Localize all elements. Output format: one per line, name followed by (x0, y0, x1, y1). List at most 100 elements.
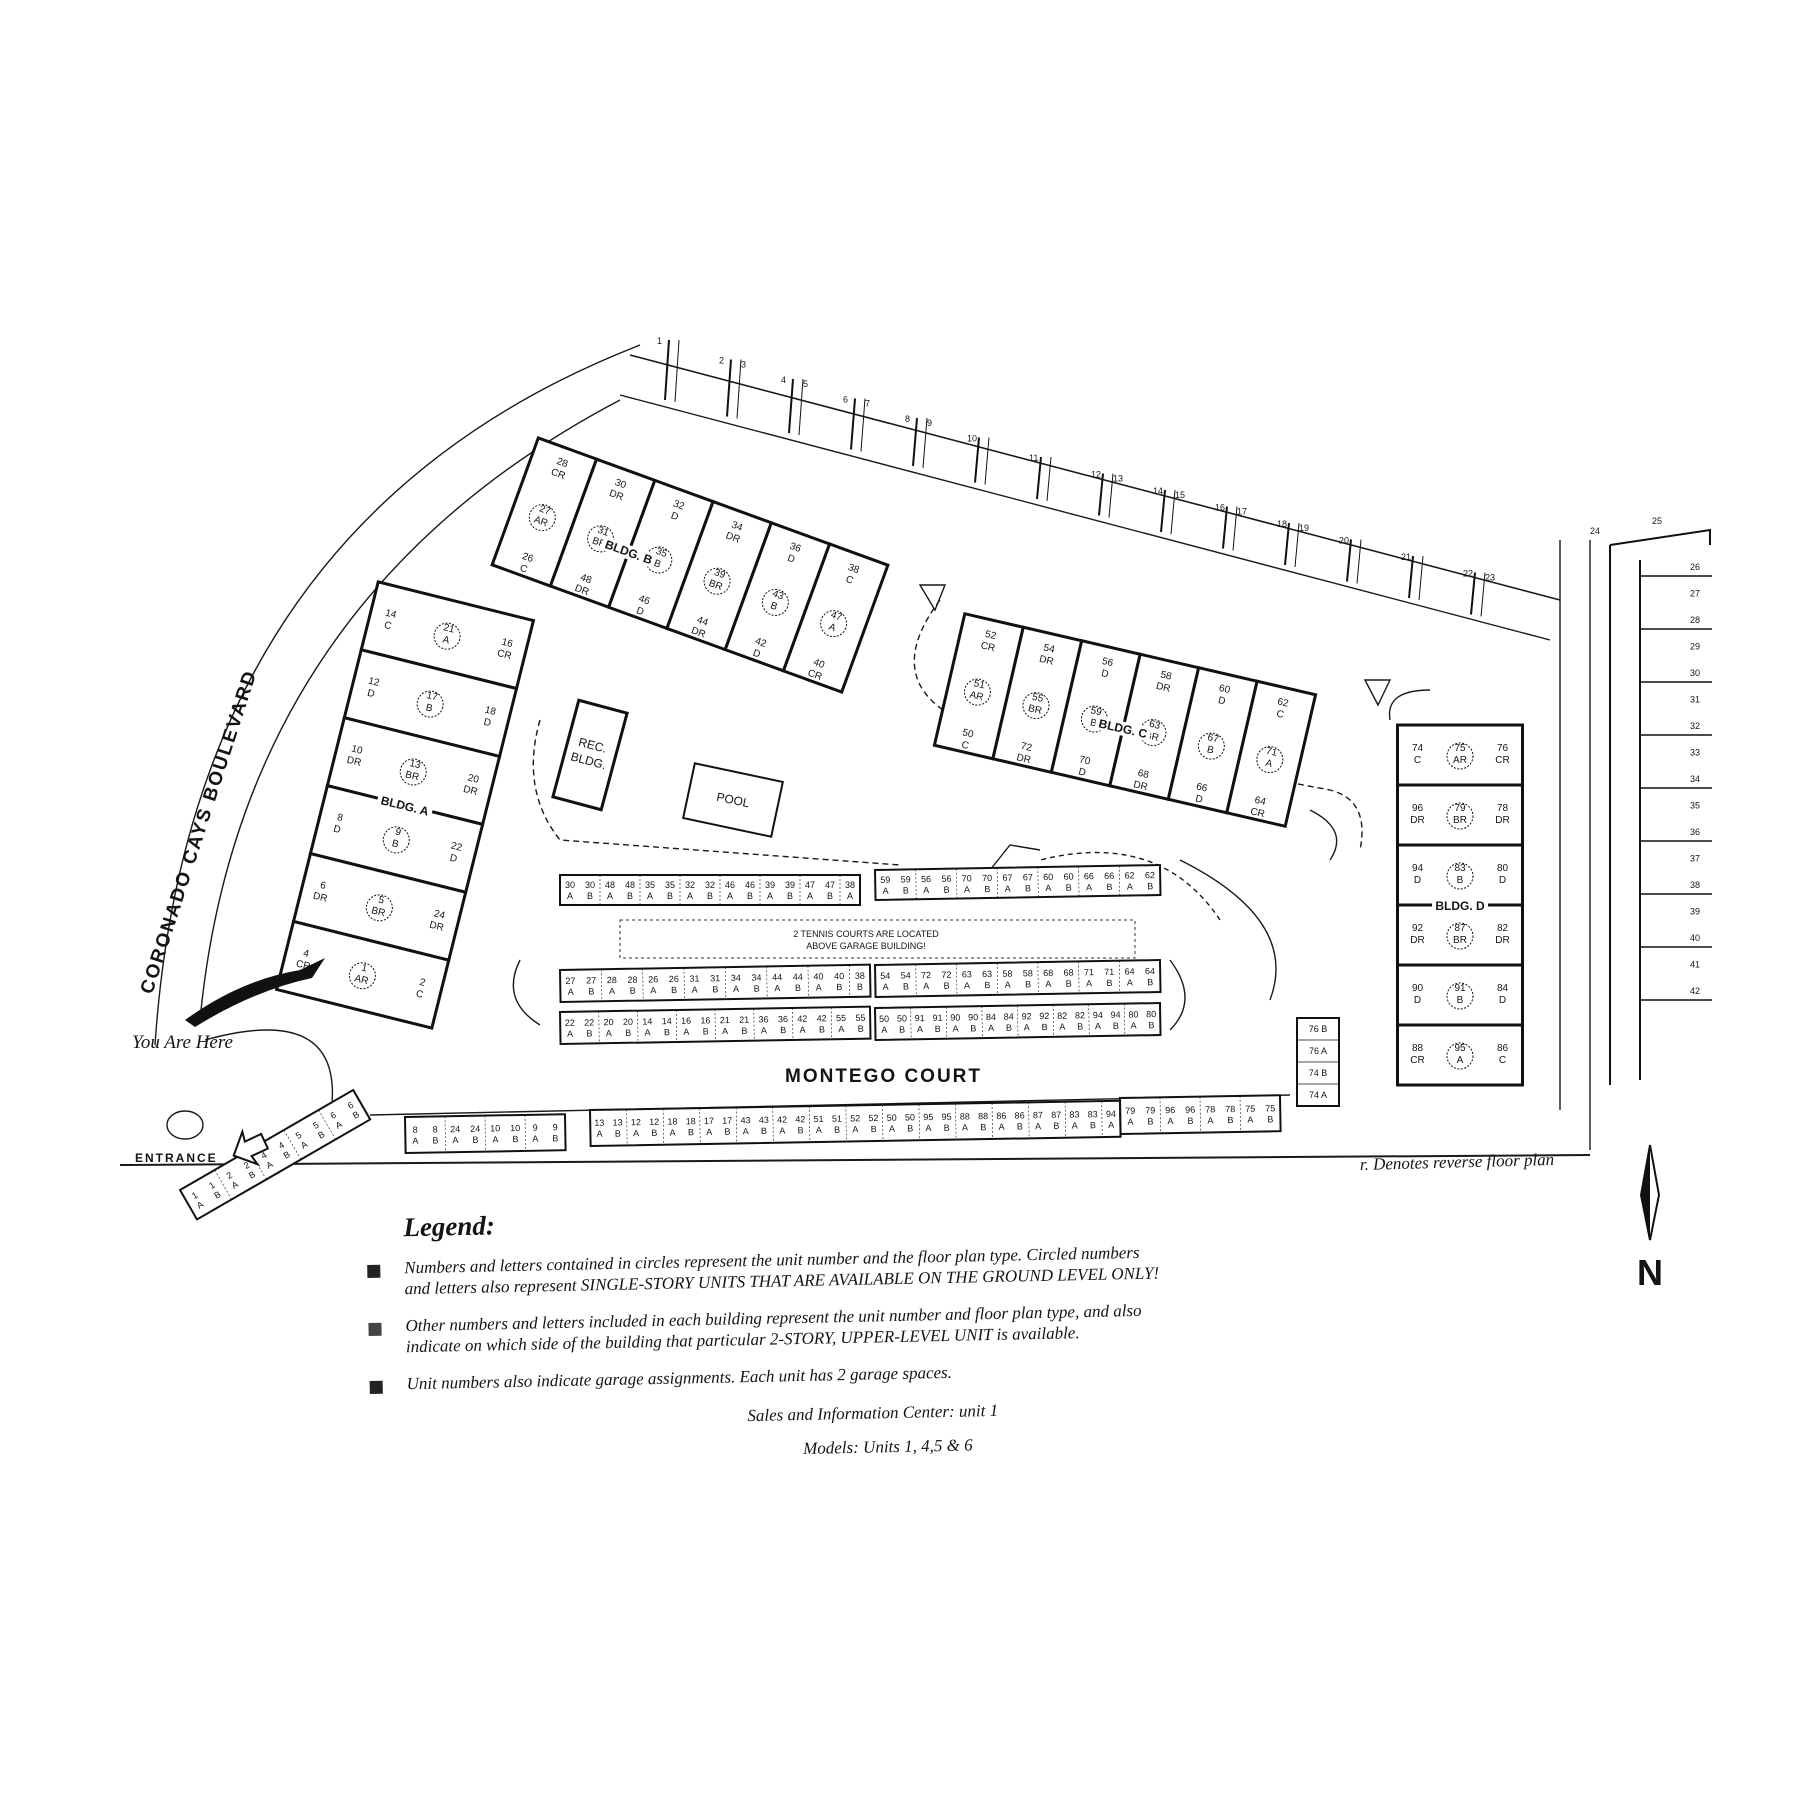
stall-divider (699, 1108, 701, 1145)
garage-stall-side: B (1147, 1116, 1153, 1126)
garage-stall-side: A (706, 1127, 712, 1137)
dock-slip: 26 (1640, 562, 1712, 577)
garage-stall-number: 31 (689, 974, 699, 984)
garage-stall-side: A (1024, 1022, 1030, 1032)
garage-stall-side: B (1267, 1114, 1273, 1124)
ground-level-circle-icon (399, 758, 427, 786)
stall-divider (1118, 865, 1121, 896)
garage-stall-number: 4 (259, 1150, 268, 1161)
unit-number: 84 (1497, 983, 1509, 994)
garage-stall-side: B (984, 980, 990, 990)
dock-slip-number: 25 (1652, 516, 1662, 526)
garage-stall-side: B (351, 1109, 361, 1121)
garage-stall-side: B (1006, 1023, 1012, 1033)
dock-slip: 28 (1640, 615, 1712, 630)
garage-stall-number: 68 (1043, 968, 1053, 978)
garage-stall-number: 68 (1063, 968, 1073, 978)
unit-number: 94 (1412, 863, 1424, 874)
legend-title: Legend: (402, 1210, 495, 1242)
garage-stall-side: A (807, 891, 813, 901)
garage-stall-number: 16 (700, 1015, 710, 1025)
garage-stall-side: B (615, 1128, 621, 1138)
dock-slip: 30 (1640, 668, 1712, 683)
garage-stall-side: B (980, 1122, 986, 1132)
garage-stall-number: 43 (740, 1115, 750, 1125)
garage-stall-side: A (1035, 1121, 1041, 1131)
garage-stall-side: B (1066, 979, 1072, 989)
garage-stall-number: 55 (855, 1013, 865, 1023)
floor-plan-type: C (844, 574, 855, 587)
rec-building[interactable]: REC. BLDG. (551, 698, 629, 812)
stall-divider (637, 1010, 639, 1043)
garage-stall-side: B (667, 891, 673, 901)
pier-line (1160, 489, 1166, 533)
unit-number: 8 (336, 812, 344, 824)
garage-stall-number: 78 (1225, 1104, 1235, 1114)
garage-stall-number: 40 (834, 971, 844, 981)
garage-stall-side: A (799, 1025, 805, 1035)
garage-stall-side: A (917, 1024, 923, 1034)
floor-plan-type: C (1275, 709, 1285, 721)
garage-stall-number: 80 (1146, 1009, 1156, 1019)
garage-stall-side: A (761, 1025, 767, 1035)
garage-stall-number: 17 (704, 1116, 714, 1126)
pool[interactable]: POOL (681, 762, 785, 838)
garage-stall-number: 94 (1111, 1010, 1121, 1020)
garage-stall-number: 79 (1125, 1106, 1135, 1116)
ground-level-circle-icon (963, 678, 991, 706)
dock-slip-number: 3 (741, 360, 746, 370)
stall-divider (807, 965, 809, 998)
dock-slip-number: 27 (1690, 589, 1700, 599)
garage-row: 76 B76 A74 B74 A (1296, 1017, 1340, 1107)
unit-number: 91 (1454, 983, 1466, 994)
ground-level-circle-icon (1446, 802, 1474, 830)
dock-slip-number: 17 (1237, 507, 1247, 517)
garage-stall-number: 72 (941, 970, 951, 980)
unit-number: 72 (1020, 741, 1034, 754)
garage-stall-number: 54 (880, 971, 890, 981)
garage-row: 59A59B56A56B70A70B67A67B60A60B66A66B62A6… (873, 864, 1162, 902)
floor-plan-type: BR (1027, 703, 1043, 717)
garage-stall-side: A (889, 1124, 895, 1134)
garage-stall-side: B (1106, 978, 1112, 988)
garage-stall-number: 94 (1093, 1010, 1103, 1020)
garage-stall-side: A (923, 885, 929, 895)
stall-divider (830, 1007, 833, 1040)
dock-slip-number: 29 (1690, 642, 1700, 652)
floor-plan-type: DR (690, 625, 707, 640)
floor-plan-type: A (1264, 758, 1273, 770)
unit-number: 43 (771, 588, 786, 602)
garage-stall-number: 52 (850, 1113, 860, 1123)
south-property-line (119, 1154, 1591, 1166)
garage-stall-number: 22 (565, 1018, 575, 1028)
unit-number: 14 (384, 608, 398, 621)
garage-stall-side: A (743, 1126, 749, 1136)
pier-line (974, 437, 980, 483)
floor-plan-type: DR (312, 891, 329, 905)
garage-stall-side: B (1147, 881, 1153, 891)
floor-plan-type: CR (549, 467, 566, 482)
floor-plan-type: CR (1495, 755, 1509, 766)
unit-number: 2 (418, 977, 426, 989)
unit-block-outline (1396, 1023, 1524, 1087)
ground-level-circle-icon (1446, 922, 1474, 950)
pier-line (1036, 456, 1042, 500)
floor-plan-type: C (518, 563, 529, 576)
